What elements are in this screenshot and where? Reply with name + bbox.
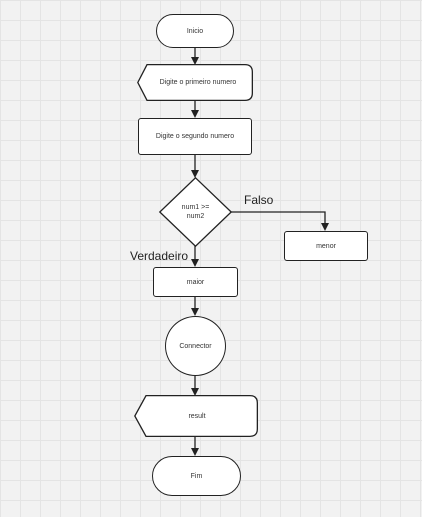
result-shape[interactable]: [134, 395, 258, 437]
input-first-shape[interactable]: [137, 64, 253, 101]
input-second-label: Digite o segundo numero: [155, 133, 235, 140]
end-terminal[interactable]: Fim: [152, 456, 241, 496]
true-edge-label: Verdadeiro: [130, 249, 189, 263]
result-label: result: [188, 412, 206, 420]
false-edge-label: Falso: [244, 193, 274, 207]
input-second-box[interactable]: Digite o segundo numero: [138, 118, 252, 155]
decision-label-line2: num2: [186, 213, 205, 220]
greater-box[interactable]: maior: [153, 267, 238, 297]
start-terminal[interactable]: Inicio: [156, 14, 234, 48]
decision-label-line1: num1 >=: [181, 204, 210, 211]
edge-decision-to-lesser: [231, 211, 329, 231]
lesser-box[interactable]: menor: [284, 231, 368, 261]
start-label: Inicio: [186, 27, 204, 35]
connector-circle[interactable]: Connector: [165, 316, 226, 376]
decision-label: num1 >= num2: [171, 195, 220, 229]
greater-label: maior: [186, 278, 205, 286]
decision-diamond[interactable]: [158, 176, 233, 248]
input-first-label: Digite o primeiro numero: [159, 79, 237, 86]
lesser-label: menor: [316, 242, 336, 250]
end-label: Fim: [190, 472, 203, 480]
connector-label: Connector: [179, 342, 212, 350]
